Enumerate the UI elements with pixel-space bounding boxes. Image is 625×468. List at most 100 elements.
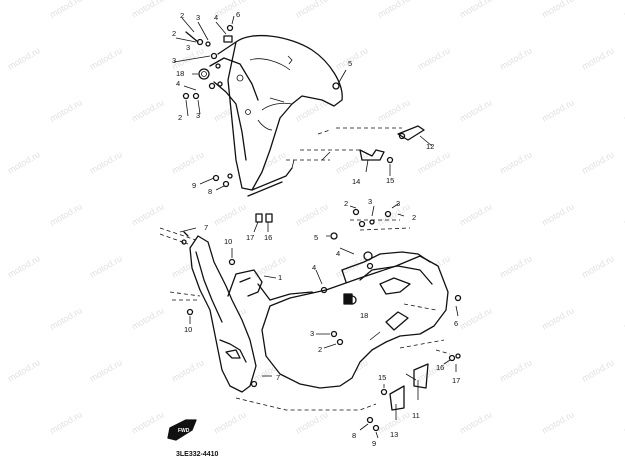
callout-number: 3 [196,111,200,120]
callout-number: 6 [236,10,240,19]
callout-number: 4 [312,263,316,272]
callout-number: 17 [246,233,254,242]
callout-number: 6 [454,319,458,328]
callout-number: 8 [208,187,212,196]
watermark-text: motod.ru [540,0,576,20]
lower-left-cowl [159,227,377,411]
watermark-text: motod.ru [6,357,42,383]
callout-number: 2 [344,199,348,208]
callout-number: 2 [412,213,416,222]
watermark-text: motod.ru [48,201,84,227]
diagram-code: 3LE332-4410 [176,451,219,458]
watermark-text: motod.ru [48,97,84,123]
watermark-text: motod.ru [130,97,166,123]
watermark-text: motod.ru [88,253,124,279]
watermark-text: motod.ru [580,253,616,279]
watermark-text: motod.ru [416,45,452,71]
watermark-text: motod.ru [170,149,206,175]
callout-number: 3 [186,43,190,52]
watermark-text: motod.ru [6,253,42,279]
callout-number: 16 [264,233,272,242]
callout-number: 9 [372,439,376,448]
callout-number: 1 [278,273,282,282]
watermark-text: motod.ru [48,409,84,435]
watermark-text: motod.ru [130,201,166,227]
front-badge-text: FWD [178,428,190,434]
watermark-text: motod.ru [0,201,2,227]
callout-number: 3 [368,197,372,206]
callout-number: 11 [412,411,420,420]
callout-number: 9 [192,181,196,190]
watermark-text: motod.ru [130,305,166,331]
callout-number: 4 [214,13,218,22]
callout-number: 18 [176,69,184,78]
watermark-text: motod.ru [580,357,616,383]
callout-number: 8 [352,431,356,440]
watermark-text: motod.ru [0,409,2,435]
watermark-text: motod.ru [580,149,616,175]
watermark-text: motod.ru [6,149,42,175]
callout-number: 10 [184,325,192,334]
callout-number: 3 [396,199,400,208]
callout-number: 12 [426,142,434,151]
watermark-text: motod.ru [622,0,625,20]
watermark-text: motod.ru [88,149,124,175]
watermark-text: motod.ru [48,305,84,331]
watermark-text: motod.ru [130,0,166,20]
watermark-text: motod.ru [294,409,330,435]
watermark-text: motod.ru [212,409,248,435]
callout-number: 7 [276,373,280,382]
watermark-text: motod.ru [88,45,124,71]
callout-number: 15 [378,373,386,382]
watermark-text: motod.ru [416,149,452,175]
watermark-text: motod.ru [294,0,330,20]
lower-right-cowl [261,251,462,420]
callout-number: 10 [224,237,232,246]
callout-number: 14 [352,177,360,186]
callout-number: 3 [172,56,176,65]
upper-side-cowl [209,34,343,197]
watermark-text: motod.ru [458,201,494,227]
fasteners-right-mid [315,203,411,439]
callout-number: 16 [436,363,444,372]
watermark-text: motod.ru [498,357,534,383]
callout-number: 5 [348,59,352,68]
watermark-text: motod.ru [130,409,166,435]
watermark-text: motod.ru [498,149,534,175]
fasteners-left-mid [199,173,273,233]
watermark-text: motod.ru [458,0,494,20]
callout-number: 3 [196,13,200,22]
watermark-text: motod.ru [48,0,84,20]
watermark-text: motod.ru [376,201,412,227]
front-arrow-badge: FWD [167,419,197,441]
watermark-text: motod.ru [540,201,576,227]
callout-number: 15 [386,176,394,185]
leader-lines [179,151,417,381]
watermark-text: motod.ru [334,149,370,175]
callout-number: 2 [318,345,322,354]
callout-number: 17 [452,376,460,385]
watermark-text: motod.ru [88,357,124,383]
callout-numbers: 2 3 4 6 2 3 3 5 18 4 2 3 12 14 15 9 8 17… [172,10,460,448]
callout-number: 18 [360,311,368,320]
watermark-text: motod.ru [580,45,616,71]
watermark-text: motod.ru [0,305,2,331]
watermark-text: motod.ru [376,0,412,20]
watermark-text: motod.ru [212,201,248,227]
fasteners-upper-right [286,125,433,176]
watermark-text: motod.ru [170,357,206,383]
watermark-text: motod.ru [458,409,494,435]
callout-number: 13 [390,430,398,439]
watermark-text: motod.ru [0,0,2,20]
watermark-text: motod.ru [416,357,452,383]
callout-number: 3 [310,329,314,338]
watermark-text: motod.ru [6,45,42,71]
watermark-text: motod.ru [0,97,2,123]
callout-number: 5 [314,233,318,242]
callout-number: 2 [172,29,176,38]
watermark-text: motod.ru [498,45,534,71]
watermark-text: motod.ru [540,305,576,331]
watermark-text: motod.ru [540,409,576,435]
